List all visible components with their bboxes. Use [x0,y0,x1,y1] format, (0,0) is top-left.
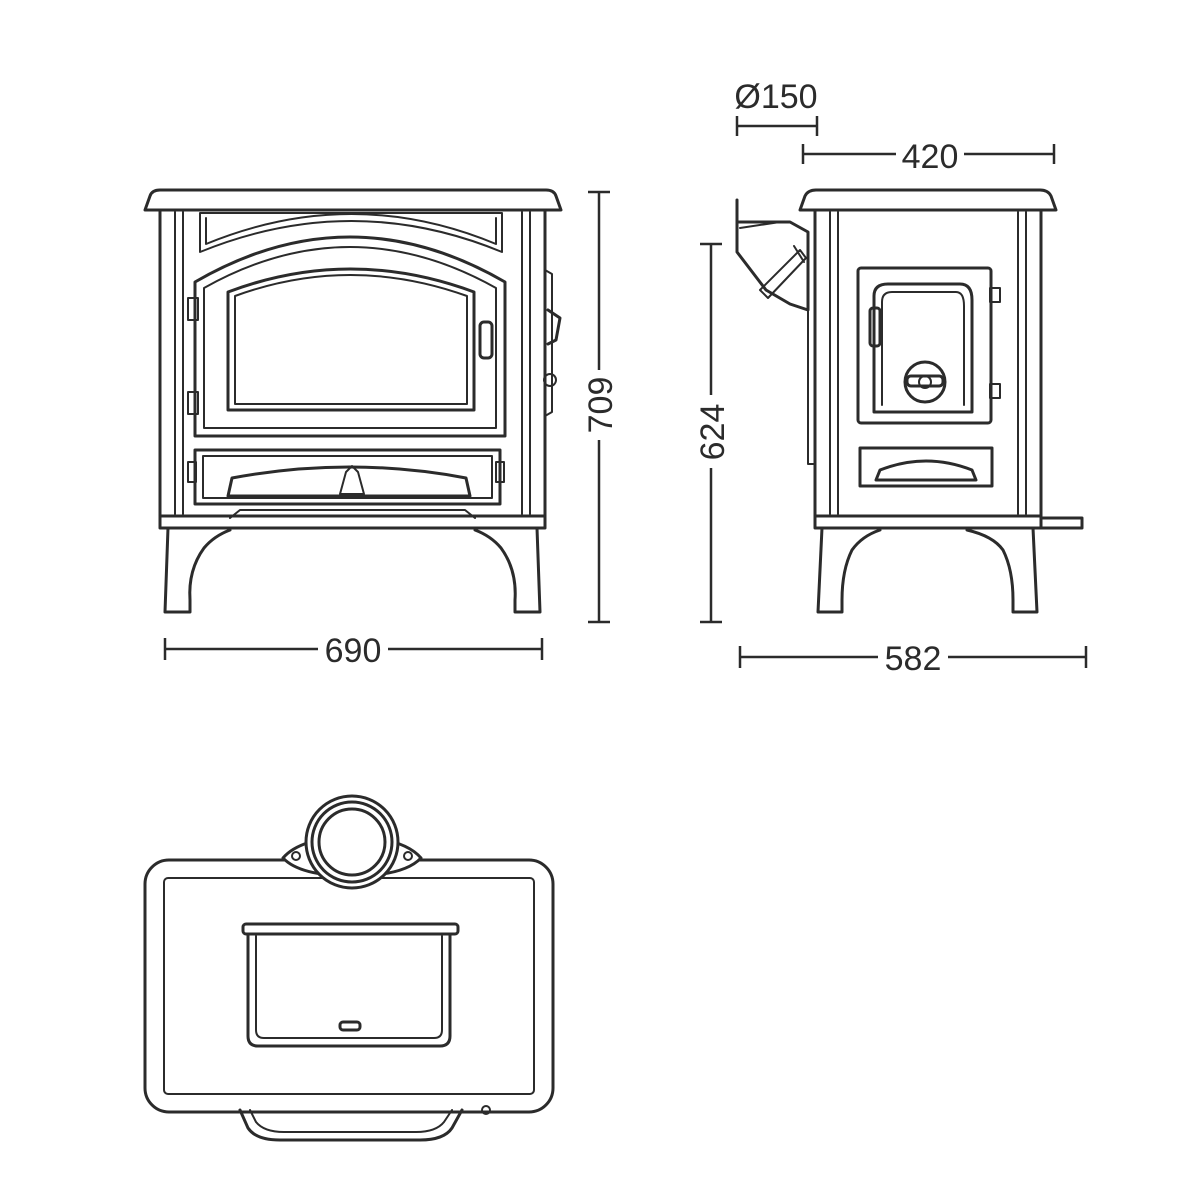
flue-offset-label: 420 [902,138,959,176]
air-control-icon [903,360,947,404]
door-glass [226,267,476,412]
top-view [143,794,555,1142]
front-width-label: 690 [325,632,382,670]
side-depth-label: 582 [885,640,942,678]
front-height-label: 709 [582,377,620,434]
side-view: Ø150 420 [694,78,1088,678]
flue-diameter-label: Ø150 [734,78,817,116]
top-plate [143,858,555,1114]
side-height-label: 624 [694,404,732,461]
side-drawer [858,446,994,488]
side-door [856,266,993,425]
side-handle-icon [868,306,882,348]
top-box [246,932,452,1048]
front-view: 690 709 [143,188,620,670]
front-door [193,235,507,438]
door-handle-icon [478,320,494,360]
